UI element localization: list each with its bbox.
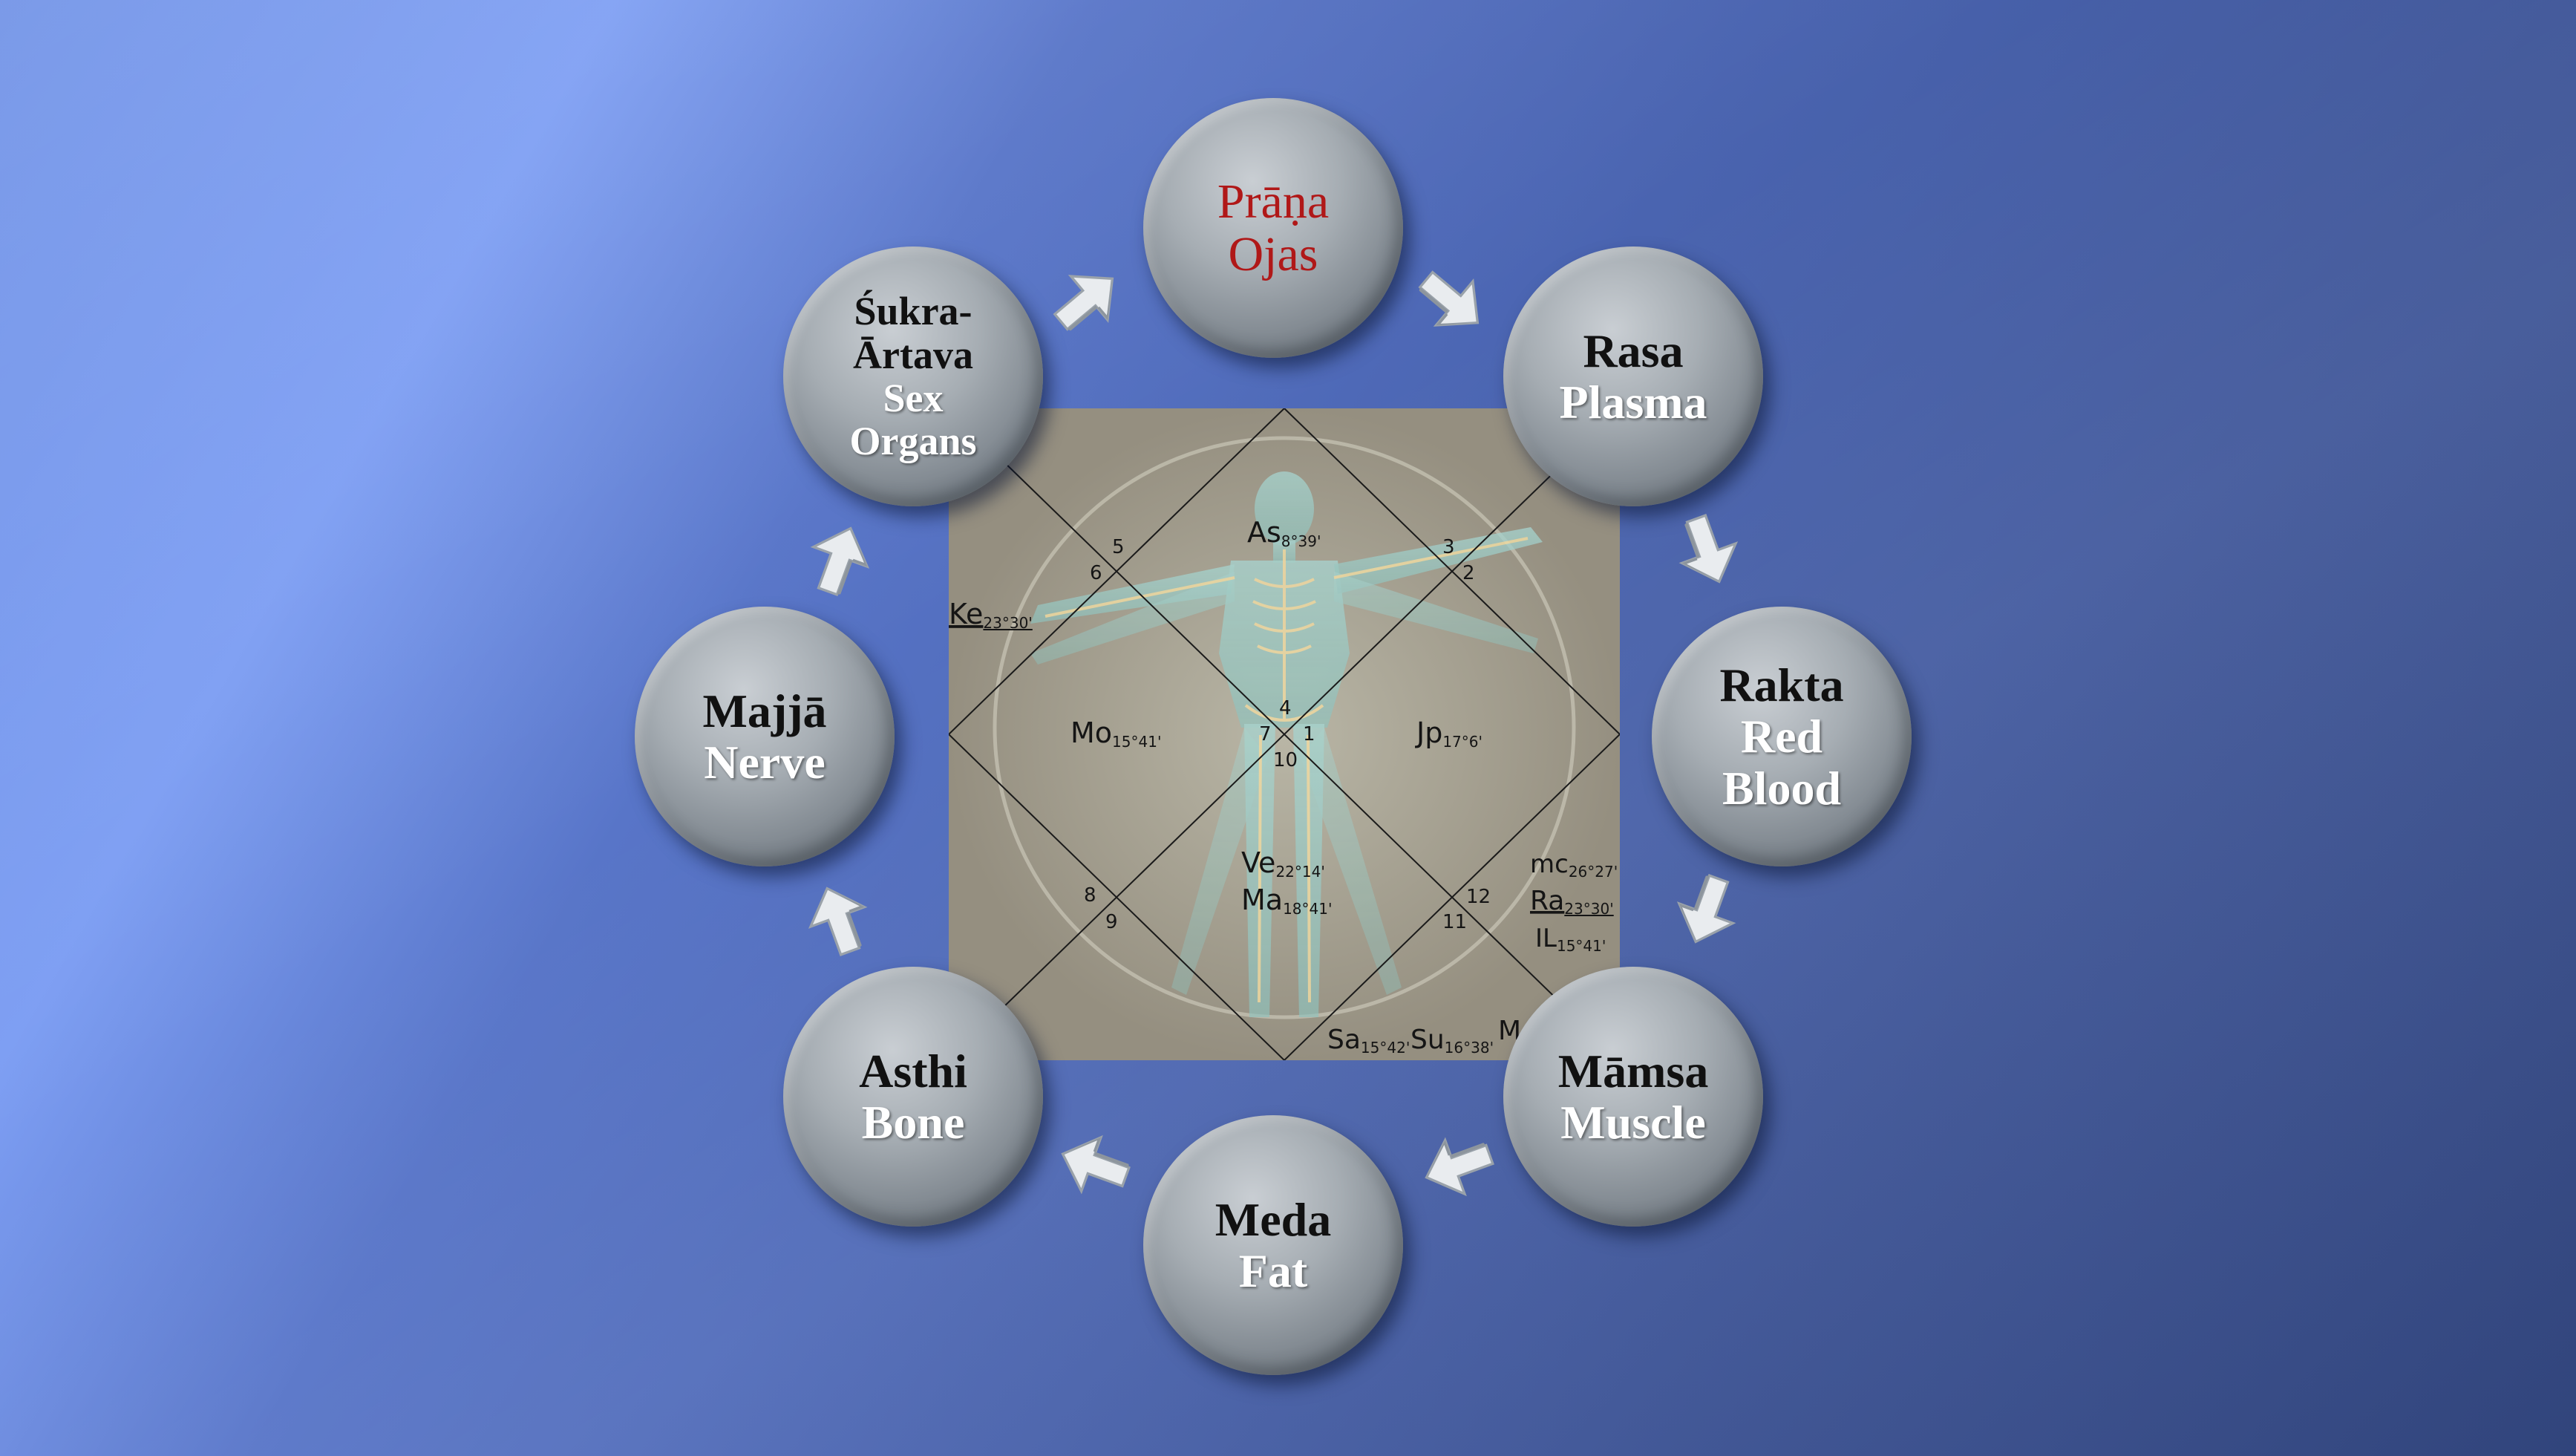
house-2: 2 (1462, 562, 1475, 584)
planet-ra: Ra23°30' (1530, 886, 1614, 918)
node-organs-label: Organs (849, 419, 977, 464)
arrow-rasa-to-rakta-icon (1678, 514, 1739, 584)
astrology-chart: 5 6 3 2 4 7 1 10 8 9 12 11 As8°39' Ke23°… (949, 408, 1620, 1060)
arrow-meda-to-asthi-icon (1061, 1135, 1131, 1195)
node-red-label: Red (1740, 710, 1823, 763)
planet-ve: Ve22°14' (1241, 846, 1325, 881)
node-blood-label: Blood (1722, 761, 1842, 814)
planet-ke: Ke23°30' (949, 598, 1033, 632)
node-asthi-label: Asthi (859, 1044, 967, 1097)
arrow-prana-to-rasa-icon (1418, 270, 1480, 327)
node-rakta-blood: Rakta Red Blood (1652, 607, 1912, 866)
node-rakta-label: Rakta (1719, 659, 1844, 712)
node-rasa-label: Rasa (1583, 324, 1684, 377)
node-nerve-label: Nerve (704, 736, 826, 789)
vitruvian-circle (993, 436, 1576, 1019)
arrow-majja-to-sukra-icon (810, 526, 870, 596)
node-muscle-label: Muscle (1560, 1096, 1706, 1149)
node-prana-label: Prāṇa (1217, 174, 1330, 229)
planet-su: Su16°38' (1410, 1025, 1494, 1057)
node-meda-fat: Meda Fat (1143, 1115, 1403, 1375)
node-meda-label: Meda (1215, 1192, 1332, 1246)
node-sukra-label: Śukra- (854, 289, 972, 334)
arrow-mamsa-to-meda-icon (1425, 1137, 1494, 1197)
house-1: 1 (1303, 723, 1315, 745)
node-artava-label: Ārtava (853, 332, 973, 377)
node-mamsa-label: Māmsa (1557, 1044, 1709, 1097)
arrow-sukra-to-prana-icon (1053, 275, 1114, 331)
human-figure (1030, 471, 1543, 1017)
node-majja-nerve: Majjā Nerve (635, 607, 895, 866)
planet-mo: Mo15°41' (1070, 716, 1161, 751)
house-7: 7 (1259, 723, 1272, 745)
node-sex-label: Sex (883, 376, 944, 420)
node-mamsa-muscle: Māmsa Muscle (1503, 967, 1763, 1227)
house-5: 5 (1112, 536, 1125, 558)
planet-mc: mc26°27' (1530, 849, 1618, 881)
chart-graphic: 5 6 3 2 4 7 1 10 8 9 12 11 As8°39' Ke23°… (949, 408, 1620, 1060)
house-9: 9 (1105, 911, 1118, 933)
planet-jp: Jp17°6' (1415, 716, 1482, 751)
chart-lines (949, 408, 1620, 1060)
planet-sa: Sa15°42' (1327, 1025, 1410, 1057)
house-11: 11 (1442, 911, 1467, 933)
house-3: 3 (1442, 536, 1455, 558)
house-4: 4 (1279, 697, 1292, 719)
node-rasa-plasma: Rasa Plasma (1503, 247, 1763, 506)
arrow-rakta-to-mamsa-icon (1676, 874, 1736, 944)
planet-as: As8°39' (1247, 516, 1321, 550)
node-sukra-organs: Śukra- Ārtava Sex Organs (783, 247, 1043, 506)
house-6: 6 (1090, 562, 1102, 584)
node-asthi-bone: Asthi Bone (783, 967, 1043, 1227)
house-8: 8 (1084, 884, 1096, 907)
node-fat-label: Fat (1238, 1244, 1308, 1297)
arrow-asthi-to-majja-icon (808, 887, 868, 956)
house-10: 10 (1273, 749, 1298, 771)
node-prana-ojas: Prāṇa Ojas (1143, 98, 1403, 358)
planet-ma: Ma18°41' (1241, 884, 1332, 918)
node-plasma-label: Plasma (1559, 376, 1707, 428)
planet-il: IL15°41' (1535, 924, 1606, 955)
node-majja-label: Majjā (702, 684, 827, 737)
node-bone-label: Bone (861, 1096, 965, 1149)
house-12: 12 (1466, 886, 1491, 908)
node-ojas-label: Ojas (1228, 227, 1318, 281)
